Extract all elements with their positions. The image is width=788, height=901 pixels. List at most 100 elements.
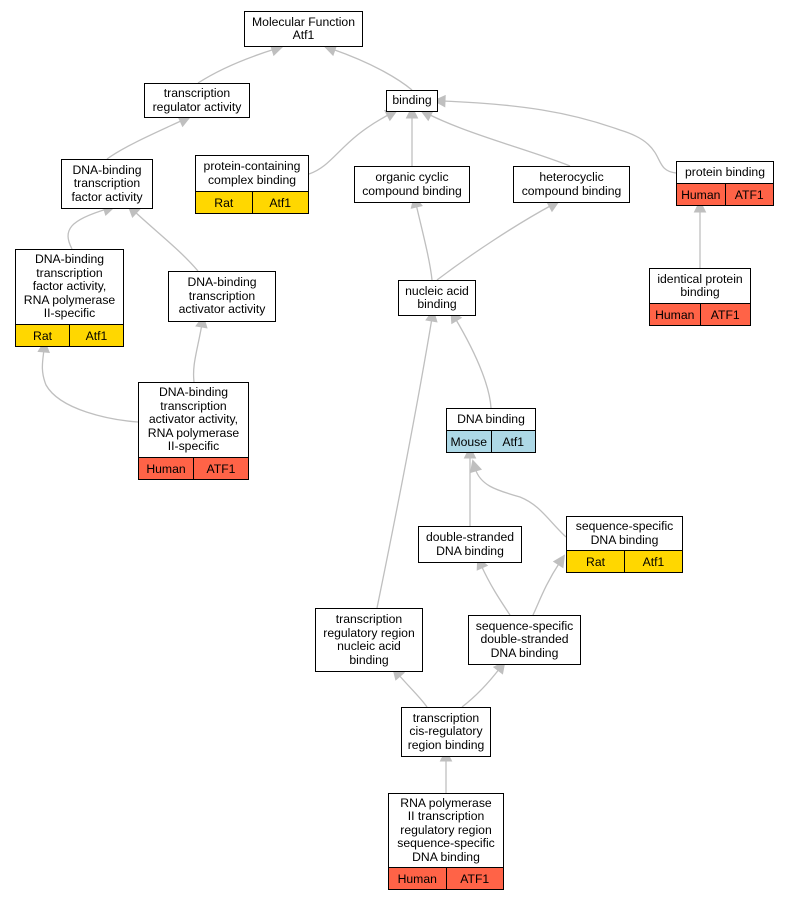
edge-line [427,113,571,167]
edge-ssdsdna-to-dsdna [476,556,511,616]
go-term-label: identical protein binding [657,271,743,299]
gene-tag: ATF1 [699,304,751,325]
go-term-label: transcription regulator activity [152,86,242,114]
edge-line [454,317,492,409]
edge-arrowhead [469,459,483,474]
go-term-tcrrb[interactable]: transcription cis-regulatory region bind… [401,707,491,757]
go-term-rnap2[interactable]: RNA polymerase II transcription regulato… [388,793,504,890]
go-term-label: DNA-binding transcription factor activit… [71,162,143,204]
edge-dnab-to-nab [450,310,492,409]
edge-dbtaa2-to-dbtfa2 [37,339,139,423]
edge-line [436,204,553,281]
species-tag: Human [146,461,186,476]
go-term-label: nucleic acid binding [405,283,469,311]
go-term-occb[interactable]: organic cyclic compound binding [354,166,470,203]
go-term-hccb[interactable]: heterocyclic compound binding [513,166,630,203]
edge-hccb-to-binding [419,109,571,167]
go-term-label: DNA-binding transcription activator acti… [178,275,266,317]
edge-line [474,467,567,538]
edge-ssdsdna-to-ssdna [532,554,565,616]
species-tag: Mouse [450,434,488,449]
gene-tag: ATF1 [445,868,504,889]
go-term-nab[interactable]: nucleic acid binding [398,280,476,316]
go-term-dsdna[interactable]: double-stranded DNA binding [418,526,522,563]
edge-pb-to-binding [432,94,677,174]
gene-tag: ATF1 [724,184,774,205]
go-term-label: sequence-specific double-stranded DNA bi… [475,618,574,660]
edge-arrowhead [432,94,446,108]
edge-trrnab-to-nab [376,309,438,609]
edge-arrowhead [405,105,419,119]
edge-line [461,667,501,708]
go-term-binding[interactable]: binding [386,90,438,112]
gene-tag: Atf1 [490,431,536,452]
go-term-label: transcription regulatory region nucleic … [323,612,415,667]
edge-line [192,323,203,383]
edge-tra-to-mf [197,44,284,84]
edge-dbtfa-to-tra [106,115,192,160]
go-term-label: RNA polymerase II transcription regulato… [397,795,495,864]
species-tag: Rat [214,195,234,210]
gene-tag: Atf1 [251,192,309,213]
go-term-dbtfa[interactable]: DNA-binding transcription factor activit… [61,159,153,209]
go-term-label: Molecular Function Atf1 [252,14,355,42]
edge-line [41,348,139,423]
edge-line [331,48,413,91]
edge-dbtfa2-to-dbtfa [67,203,116,250]
annotation-row: Rat Atf1 [196,191,308,213]
gene-tag: Atf1 [624,551,682,572]
go-term-label: DNA-binding transcription activator acti… [147,385,240,454]
go-term-label: transcription cis-regulatory region bind… [407,710,485,752]
edge-nab-to-hccb [436,200,561,281]
edge-line [308,113,391,175]
edge-line [133,210,199,272]
go-term-label: sequence-specific DNA binding [575,519,674,547]
edge-binding-to-mf [323,44,413,91]
edge-line [197,48,276,84]
go-term-trrnab[interactable]: transcription regulatory region nucleic … [315,608,423,672]
go-term-label: organic cyclic compound binding [362,170,462,198]
edge-line [415,203,433,281]
edge-tcrrb-to-ssdsdna [461,660,506,708]
go-term-label: binding [392,93,432,108]
species-tag: Rat [33,328,52,343]
go-term-mf[interactable]: Molecular Function Atf1 [244,11,363,47]
go-term-dbtaa[interactable]: DNA-binding transcription activator acti… [168,271,276,322]
species-tag: Human [655,307,695,322]
edge-tcrrb-to-trrnab [392,667,428,708]
annotation-row: Human ATF1 [650,303,750,325]
go-term-label: DNA binding [457,411,525,426]
edge-arrowhead [693,199,707,213]
go-term-tra[interactable]: transcription regulator activity [144,83,250,118]
annotation-row: Human ATF1 [389,867,503,889]
edge-dsdna-to-dnab [463,445,477,526]
edge-occb-to-binding [405,105,419,166]
species-tag: Human [681,187,721,202]
edge-line [67,208,108,250]
go-term-dbtaa2[interactable]: DNA-binding transcription activator acti… [138,382,249,480]
edge-ssdna-to-dnab [469,459,567,538]
edge-line [397,673,428,708]
species-tag: Human [397,871,437,886]
go-term-dbtfa2[interactable]: DNA-binding transcription factor activit… [15,249,124,347]
edge-dbtaa-to-dbtfa [127,204,199,272]
edge-arrowhead [552,554,565,569]
go-term-label: protein-containing complex binding [203,159,301,187]
gene-tag: ATF1 [193,458,248,479]
go-term-ssdsdna[interactable]: sequence-specific double-stranded DNA bi… [468,615,581,665]
go-term-label: protein binding [685,164,765,179]
edge-line [441,100,677,174]
edge-line [480,564,511,616]
edge-pccb-to-binding [308,109,399,175]
edge-dbtaa2-to-dbtaa [192,315,208,383]
